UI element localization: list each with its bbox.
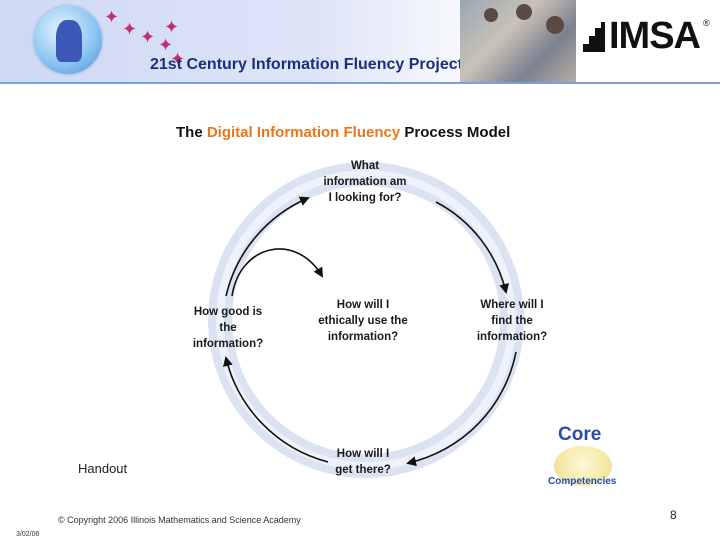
question-left-line: the bbox=[219, 322, 237, 334]
core-competencies-badge: Core Competencies bbox=[540, 420, 626, 498]
question-left: How good is the information? bbox=[178, 304, 278, 352]
page-number: 8 bbox=[670, 508, 677, 522]
competencies-word: Competencies bbox=[548, 476, 617, 487]
question-right-line: Where will I bbox=[480, 299, 544, 311]
question-top: What information am I looking for? bbox=[305, 158, 425, 206]
arrow-top-to-right bbox=[435, 201, 509, 294]
title-accent: Digital Information Fluency bbox=[206, 124, 401, 141]
slide-date: 3/02/06 bbox=[16, 531, 40, 538]
question-bottom: How will I get there? bbox=[318, 446, 408, 478]
arrow-left-to-center bbox=[231, 248, 324, 297]
question-center: How will I ethically use the information… bbox=[303, 297, 423, 345]
question-bottom-line: get there? bbox=[335, 464, 391, 476]
title-prefix: The bbox=[176, 124, 203, 141]
question-center-line: ethically use the bbox=[318, 315, 408, 327]
core-orb-icon bbox=[554, 446, 612, 486]
core-word: Core bbox=[558, 424, 602, 445]
imsa-steps-icon bbox=[583, 22, 605, 52]
arrow-left-to-top bbox=[225, 196, 310, 297]
question-right-line: information? bbox=[476, 331, 548, 343]
arrow-right-to-bottom bbox=[406, 351, 517, 467]
question-top-line: information am bbox=[323, 176, 407, 188]
question-center-line: information? bbox=[327, 331, 399, 343]
header-banner: ✦ ✦ ✦ ✦ ✦ ✦ 21st Century Information Flu… bbox=[0, 0, 720, 82]
question-top-line: I looking for? bbox=[328, 192, 402, 204]
question-right: Where will I find the information? bbox=[462, 297, 562, 345]
star-icon: ✦ bbox=[164, 17, 180, 37]
students-photo bbox=[460, 0, 576, 82]
star-icon: ✦ bbox=[170, 49, 186, 69]
star-icon: ✦ bbox=[122, 19, 138, 39]
question-right-line: find the bbox=[491, 315, 533, 327]
question-top-line: What bbox=[350, 160, 380, 172]
star-icon: ✦ bbox=[158, 35, 174, 55]
header-divider bbox=[0, 82, 720, 84]
wizard-figure bbox=[56, 20, 82, 62]
star-icon: ✦ bbox=[104, 7, 120, 27]
imsa-logo-text: IMSA bbox=[609, 15, 701, 57]
copyright-text: © Copyright 2006 Illinois Mathematics an… bbox=[58, 515, 301, 525]
wizard-logo-icon bbox=[34, 6, 102, 74]
question-left-line: information? bbox=[192, 338, 264, 350]
arrow-bottom-to-left bbox=[223, 356, 329, 463]
question-bottom-line: How will I bbox=[336, 448, 390, 460]
cycle-ring-highlight bbox=[216, 170, 516, 470]
question-left-line: How good is bbox=[193, 306, 263, 318]
handout-label: Handout bbox=[78, 461, 128, 476]
question-center-line: How will I bbox=[336, 299, 390, 311]
title-suffix: Process Model bbox=[404, 124, 511, 141]
star-icon: ✦ bbox=[140, 27, 156, 47]
registered-mark: ® bbox=[703, 18, 710, 28]
project-title: 21st Century Information Fluency Project bbox=[150, 56, 463, 73]
diagram-title: The Digital Information Fluency Process … bbox=[176, 124, 510, 141]
